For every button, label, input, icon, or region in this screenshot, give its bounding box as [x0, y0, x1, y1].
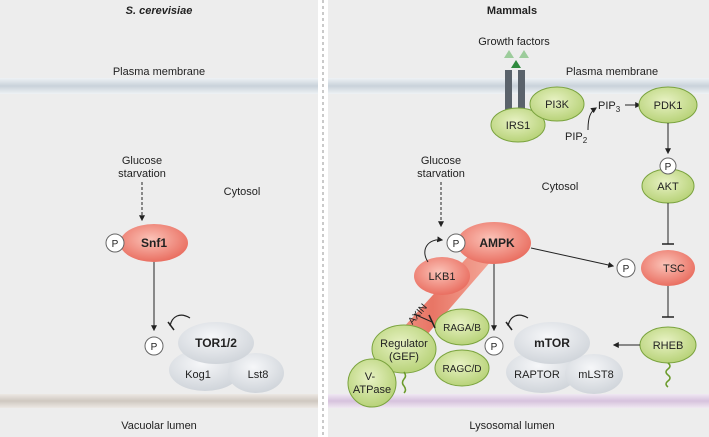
rheb-anchor [665, 362, 671, 388]
lst8-label: Lst8 [248, 369, 269, 381]
left-cytosol-label: Cytosol [224, 186, 261, 198]
tsc-node [641, 250, 695, 286]
left-title: S. cerevisiae [126, 5, 193, 17]
axin-inhibits-ragulator [413, 313, 433, 323]
akt-label: AKT [657, 181, 679, 193]
snf1-phospho [105, 233, 125, 253]
tor-phospho [144, 336, 164, 356]
ragc-node [434, 349, 490, 387]
tsc-label: TSC [663, 263, 685, 275]
tsc-phospho [616, 258, 636, 278]
growth-factor-icon-1 [504, 50, 514, 58]
mtor-phospho [484, 336, 504, 356]
snf1-phospho-label: P [112, 239, 119, 250]
left-panel: S. cerevisiae Plasma membrane Cytosol Gl… [0, 0, 318, 437]
mlst8-label: mLST8 [578, 369, 613, 381]
right-panel: Mammals Growth factors Plasma membrane I… [328, 0, 709, 437]
growth-factor-icon-3 [519, 50, 529, 58]
pi3k-label: PI3K [545, 99, 570, 111]
mlst8-node [565, 354, 623, 394]
lst8-node [228, 353, 284, 393]
tor-inhibit-curve [169, 314, 191, 327]
vatpase-anchor [401, 371, 407, 394]
left-lumen-label: Vacuolar lumen [121, 420, 197, 432]
tor-node [178, 322, 254, 364]
pip2-to-pip3-arrow [587, 107, 597, 131]
right-cytosol-label: Cytosol [542, 181, 579, 193]
right-glucose-label-1: Glucose [421, 155, 461, 167]
left-glucose-label-2: starvation [118, 168, 166, 180]
pi3k-node [529, 86, 585, 122]
pip2-label: PIP2 [565, 131, 588, 145]
mtor-label: mTOR [534, 336, 570, 350]
growth-factors-label: Growth factors [478, 36, 550, 48]
ampk-node [457, 222, 531, 264]
kog1-label: Kog1 [185, 369, 211, 381]
mtor-inhibit-curve [507, 314, 529, 327]
tsc-phospho-label: P [623, 264, 630, 275]
lkb1-label: LKB1 [429, 271, 456, 283]
pip3-label: PIP3 [598, 100, 621, 114]
raga-label: RAGA/B [443, 323, 481, 334]
right-lumen-label: Lysosomal lumen [469, 420, 554, 432]
vatpase-label-1: V- [365, 371, 376, 383]
ampk-to-tsc-arrow [530, 247, 615, 268]
lkb1-node [414, 257, 470, 295]
tor-phospho-label: P [151, 342, 158, 353]
pdk1-label: PDK1 [654, 100, 683, 112]
akt-phospho-label: P [665, 162, 672, 173]
left-glucose-label-1: Glucose [122, 155, 162, 167]
right-title: Mammals [487, 5, 537, 17]
ragc-label: RAGC/D [443, 364, 482, 375]
ampk-phospho-label: P [453, 239, 460, 250]
growth-factor-icon-2 [511, 60, 521, 68]
right-plasma-membrane-label: Plasma membrane [566, 66, 658, 78]
snf1-node [120, 224, 188, 262]
irs1-node [490, 107, 546, 143]
ragulator-label-2: (GEF) [389, 351, 419, 363]
vatpase-label-2: ATPase [353, 384, 391, 396]
receptor-bar-right [518, 70, 525, 116]
tor-label: TOR1/2 [195, 336, 237, 350]
ragulator-label-1: Regulator [380, 338, 428, 350]
mtor-phospho-label: P [491, 342, 498, 353]
mtor-node [514, 322, 590, 364]
rheb-label: RHEB [653, 340, 684, 352]
ampk-phospho [446, 233, 466, 253]
akt-phospho [659, 157, 677, 175]
lkb1-phosphorylates-ampk [424, 236, 444, 263]
raptor-label: RAPTOR [514, 369, 560, 381]
ampk-label: AMPK [479, 236, 515, 250]
vatpase-node [347, 358, 397, 408]
left-plasma-membrane-label: Plasma membrane [113, 66, 205, 78]
right-glucose-label-2: starvation [417, 168, 465, 180]
irs1-label: IRS1 [506, 120, 530, 132]
snf1-label: Snf1 [141, 236, 167, 250]
receptor-bar-left [505, 70, 512, 116]
